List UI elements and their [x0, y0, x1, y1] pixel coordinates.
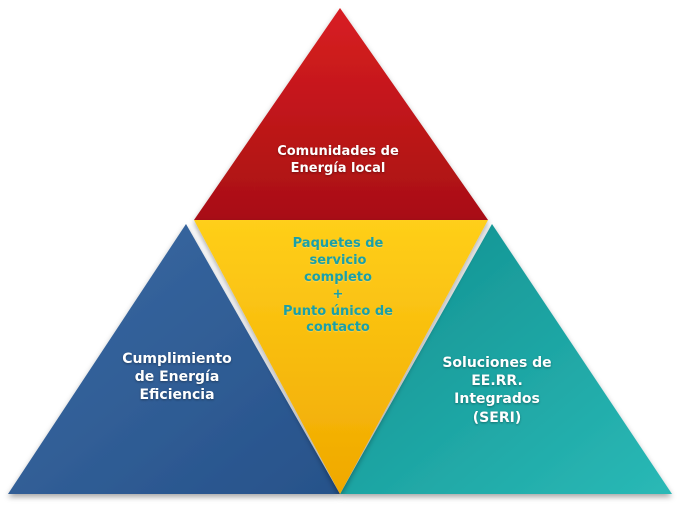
label-line: EE.RR.: [471, 373, 523, 390]
label-line: servicio: [309, 252, 367, 268]
label-line: contacto: [306, 320, 370, 336]
triangle-center: [194, 220, 488, 494]
label-line: Energía local: [290, 160, 386, 176]
label-line: Integrados: [454, 391, 540, 408]
label-line: completo: [304, 269, 372, 285]
label-cumplimiento-eficiencia: Cumplimiento de Energía Eficiencia: [92, 350, 262, 405]
triangle-right: [340, 224, 672, 494]
triangle-left: [8, 224, 340, 494]
label-soluciones-seri: Soluciones de EE.RR. Integrados (SERI): [412, 354, 582, 427]
label-line: (SERI): [472, 409, 522, 426]
label-line: Eficiencia: [139, 387, 215, 404]
label-line: de Energía: [134, 369, 220, 386]
label-line: +: [332, 286, 344, 302]
label-line: Punto único de: [283, 303, 393, 319]
label-paquetes-servicio: Paquetes de servicio completo + Punto ún…: [248, 236, 428, 337]
label-comunidades-energia-local: Comunidades de Energía local: [238, 144, 438, 178]
label-line: Soluciones de: [442, 355, 552, 371]
label-line: Cumplimiento: [122, 351, 232, 367]
label-line: Comunidades de: [277, 144, 399, 159]
triangle-top: [194, 8, 488, 220]
label-line: Paquetes de: [292, 236, 384, 251]
